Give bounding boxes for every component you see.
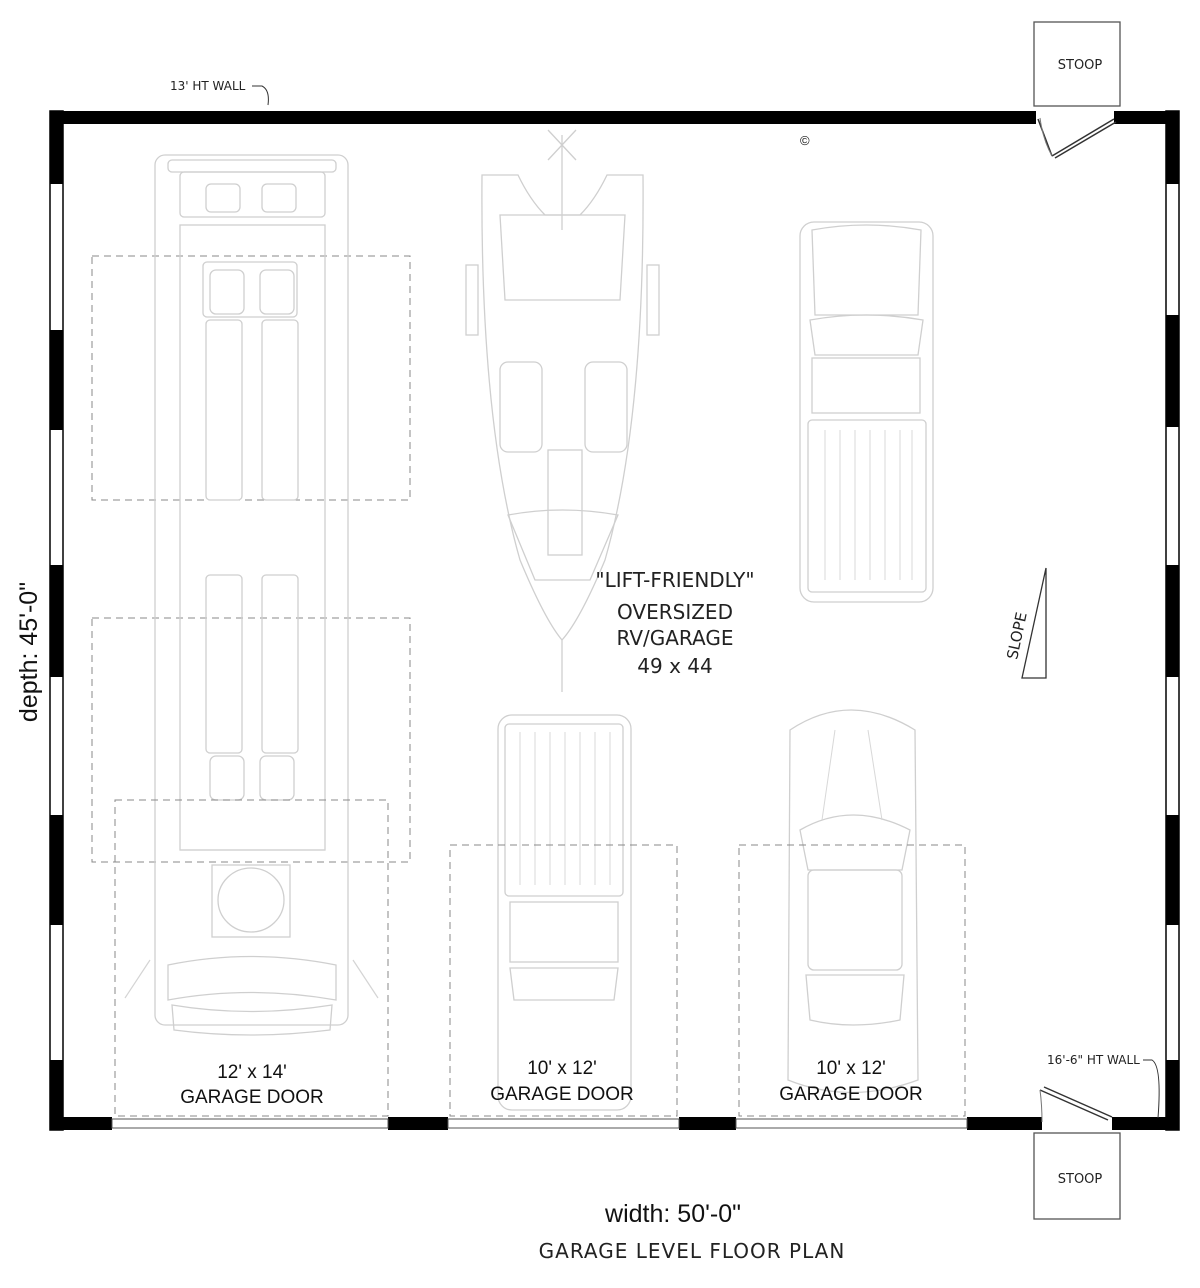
garage-door-3-label: GARAGE DOOR <box>779 1084 923 1105</box>
center-label-line3: RV/GARAGE <box>617 626 734 650</box>
center-label: "LIFT-FRIENDLY" OVERSIZED RV/GARAGE 49 x… <box>595 568 754 678</box>
garage-door-2-label: GARAGE DOOR <box>490 1084 634 1105</box>
service-door-top <box>1037 117 1117 159</box>
slope-arrow <box>1021 567 1047 679</box>
garage-door-1-clearance <box>114 799 389 1117</box>
center-label-line2: OVERSIZED <box>617 600 733 624</box>
stoop-bottom-label: STOOP <box>1058 1172 1103 1187</box>
plan-title: GARAGE LEVEL FLOOR PLAN <box>539 1239 846 1263</box>
center-label-line1: "LIFT-FRIENDLY" <box>595 568 754 592</box>
copyright-mark: © <box>800 133 810 148</box>
pickup-truck-top-right-drawing <box>799 221 934 603</box>
depth-dimension: depth: 45'-0" <box>15 582 43 722</box>
exterior-walls <box>49 110 1180 1131</box>
garage-door-3-size: 10' x 12' <box>816 1058 886 1079</box>
pickup-truck-bottom-middle-drawing <box>497 714 632 1111</box>
stoop-bottom <box>1033 1132 1121 1220</box>
garage-door-1-size: 12' x 14' <box>217 1062 287 1083</box>
stoop-top-label: STOOP <box>1058 58 1103 73</box>
service-door-bottom <box>1039 1086 1113 1123</box>
wall-height-note-top: 13' HT WALL <box>170 79 246 93</box>
garage-door-1-label: GARAGE DOOR <box>180 1087 324 1108</box>
sedan-car-drawing <box>787 709 919 1094</box>
stoop-top <box>1033 21 1121 107</box>
boat-on-trailer-drawing <box>465 129 660 692</box>
center-label-line4: 49 x 44 <box>637 654 712 678</box>
width-dimension: width: 50'-0" <box>604 1200 741 1228</box>
slope-label: SLOPE <box>1003 611 1031 661</box>
wall-note-top-leader <box>252 85 269 106</box>
wall-note-bottom-leader <box>1143 1059 1160 1119</box>
wall-height-note-bottom: 16'-6" HT WALL <box>1047 1053 1140 1067</box>
rv-bus-drawing <box>91 154 411 1036</box>
garage-door-3-clearance <box>738 844 966 1117</box>
garage-door-2-size: 10' x 12' <box>527 1058 597 1079</box>
garage-door-2-clearance <box>449 844 678 1117</box>
